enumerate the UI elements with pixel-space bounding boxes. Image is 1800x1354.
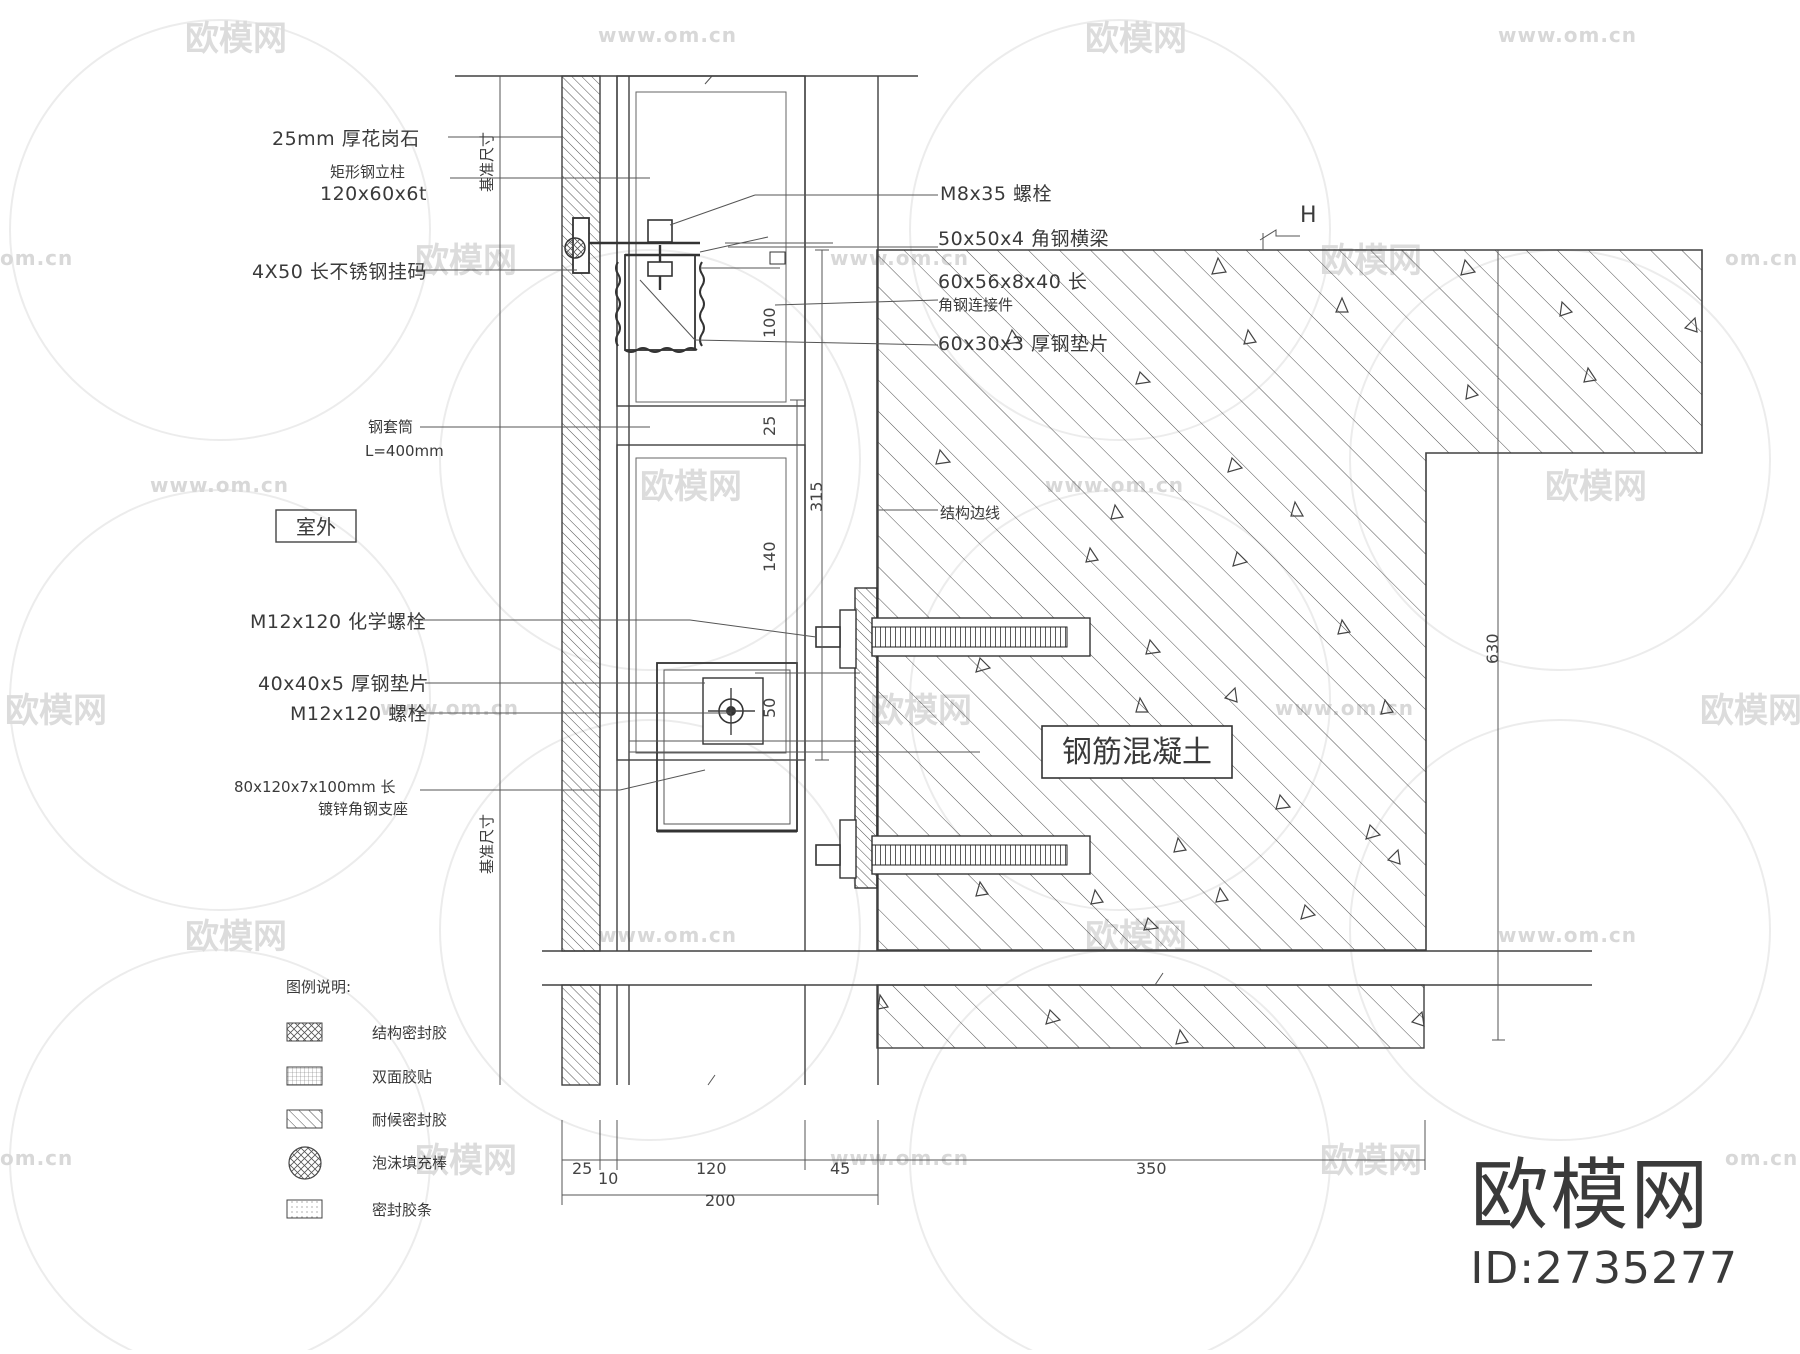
legend-swatch-grid: [286, 1066, 323, 1086]
label-steel-column-size: 120x60x6t: [320, 183, 427, 205]
label-angle-seat: 镀锌角钢支座: [318, 800, 408, 818]
chemical-bolt-bottom: [815, 835, 1091, 875]
leader-lines: [412, 136, 939, 791]
label-chemical-bolt: M12x120 化学螺栓: [250, 611, 426, 633]
upper-bracket: [564, 217, 786, 353]
watermark-brand: 欧模网: [185, 19, 287, 59]
watermark-url: om.cn: [1725, 246, 1798, 270]
label-steel-shim-60: 60x30x3 厚钢垫片: [938, 333, 1109, 355]
dim-200: 200: [705, 1191, 736, 1210]
watermark-url: om.cn: [1725, 1146, 1798, 1170]
legend-item-label: 双面胶贴: [372, 1068, 432, 1086]
legend-item-label: 密封胶条: [372, 1201, 432, 1219]
dim-50: 50: [760, 698, 779, 718]
legend-title: 图例说明:: [286, 978, 351, 996]
legend-swatch-circle: [288, 1146, 322, 1180]
exterior-box: [275, 509, 357, 543]
watermark-brand: 欧模网: [415, 241, 517, 281]
label-base-dim-top: 基准尺寸: [478, 132, 496, 192]
brand-name: 欧模网: [1470, 1151, 1711, 1241]
label-shim-40: 40x40x5 厚钢垫片: [258, 673, 429, 695]
watermark-brand: 欧模网: [5, 691, 107, 731]
legend-swatch-crosshatch: [286, 1022, 323, 1042]
watermark-brand: 欧模网: [640, 467, 742, 507]
concrete-label-box: [1041, 725, 1233, 779]
dim-100: 100: [760, 307, 779, 338]
concrete-structure: 钢筋混凝土: [876, 249, 1703, 1049]
label-structure-edge: 结构边线: [940, 504, 1000, 522]
dim-25-vertical: 25: [760, 416, 779, 436]
watermark-url: www.om.cn: [598, 23, 737, 47]
watermark-brand: 欧模网: [1320, 1141, 1422, 1181]
label-m8-bolt: M8x35 螺栓: [940, 183, 1052, 205]
label-base-dim-bottom: 基准尺寸: [478, 814, 496, 874]
annotation-labels: 25mm 厚花岗石 矩形钢立柱 120x60x6t 4X50 长不锈钢挂码 M8…: [234, 128, 1317, 874]
label-sleeve-length: L=400mm: [365, 442, 444, 460]
label-h-mark: H: [1300, 203, 1317, 228]
label-sleeve: 钢套筒: [368, 418, 413, 436]
chemical-bolt-top: [815, 617, 1091, 657]
watermark-url: www.om.cn: [150, 473, 289, 497]
label-hanger: 4X50 长不锈钢挂码: [252, 261, 427, 283]
watermark-url: www.om.cn: [1498, 23, 1637, 47]
dim-350: 350: [1136, 1159, 1167, 1178]
label-steel-column: 矩形钢立柱: [330, 163, 405, 181]
watermark-brand: 欧模网: [1085, 19, 1187, 59]
label-angle-connector-size: 60x56x8x40 长: [938, 271, 1087, 293]
watermark-brand: 欧模网: [1700, 691, 1800, 731]
concrete-label: 钢筋混凝土: [1062, 735, 1212, 770]
dim-10: 10: [598, 1169, 618, 1188]
embed-plate: [839, 587, 878, 889]
watermark-url: www.om.cn: [830, 1146, 969, 1170]
dimension-lines: [561, 229, 1505, 1205]
dim-45: 45: [830, 1159, 850, 1178]
legend: 图例说明: 结构密封胶 双面胶贴 耐候密封胶 泡沫填充棒 密封胶条: [286, 978, 447, 1219]
legend-swatch-diagonal: [286, 1109, 323, 1129]
watermark-brand: 欧模网: [185, 917, 287, 957]
legend-item-label: 泡沫填充棒: [372, 1154, 447, 1172]
lower-angle-seat: [629, 662, 980, 833]
watermark-url: om.cn: [0, 246, 73, 270]
legend-item-label: 结构密封胶: [372, 1024, 447, 1042]
label-m12-bolt: M12x120 螺栓: [290, 703, 427, 725]
label-angle-seat-size: 80x120x7x100mm 长: [234, 778, 396, 796]
watermark-url: www.om.cn: [380, 696, 519, 720]
watermark-url: www.om.cn: [598, 923, 737, 947]
label-angle-connector: 角钢连接件: [938, 296, 1013, 314]
watermark-url: om.cn: [0, 1146, 73, 1170]
label-exterior: 室外: [296, 515, 336, 539]
legend-item-label: 耐候密封胶: [372, 1111, 447, 1129]
dimension-values: 100 25 315 140 50 630 25 10 120 45 350 2…: [572, 307, 1502, 1210]
brand-id: ID:2735277: [1470, 1243, 1738, 1294]
brand-block: 欧模网 ID:2735277: [1470, 1157, 1738, 1294]
label-granite: 25mm 厚花岗石: [272, 128, 420, 150]
watermark-brand: 欧模网: [415, 1141, 517, 1181]
label-angle-beam: 50x50x4 角钢横梁: [938, 228, 1109, 250]
dim-315: 315: [807, 481, 826, 512]
watermark-url: www.om.cn: [1498, 923, 1637, 947]
legend-swatch-dots: [286, 1199, 323, 1219]
dim-140: 140: [760, 541, 779, 572]
dim-120: 120: [696, 1159, 727, 1178]
watermark-brand: 欧模网: [1545, 467, 1647, 507]
dim-630: 630: [1483, 633, 1502, 664]
dim-25: 25: [572, 1159, 592, 1178]
